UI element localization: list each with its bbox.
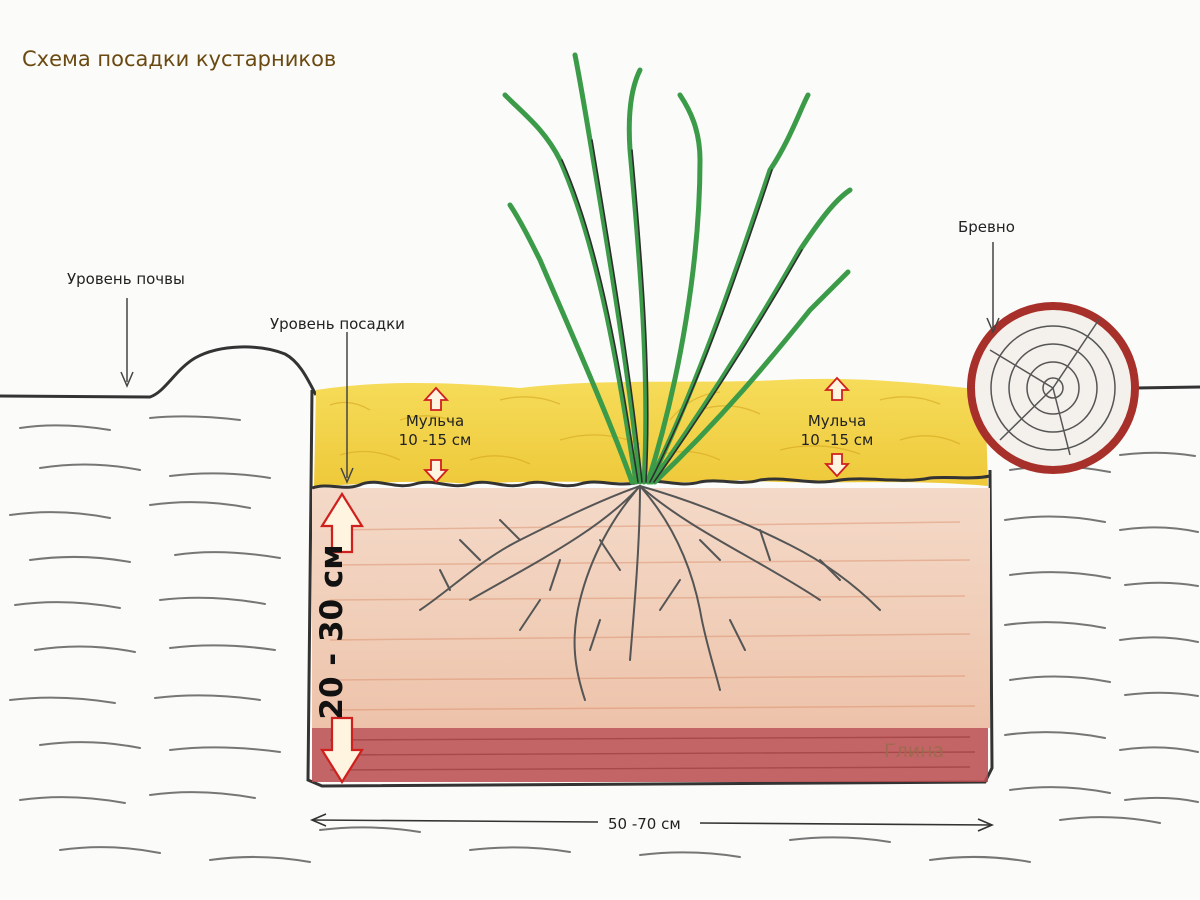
mulch-label-right: Мульча 10 -15 см	[782, 412, 892, 450]
mulch-label-left: Мульча 10 -15 см	[380, 412, 490, 450]
soil-surface-right	[1134, 385, 1200, 390]
pit-outline	[306, 389, 994, 788]
diagram-title: Схема посадки кустарников	[22, 47, 337, 71]
planting-level-arrow	[340, 332, 354, 484]
mulch-left-line2: 10 -15 см	[398, 431, 472, 449]
width-label: 50 -70 см	[608, 815, 681, 833]
soil-level-arrow	[120, 298, 134, 388]
depth-arrows	[320, 491, 364, 785]
depth-label: 20 - 30 см	[314, 544, 350, 720]
soil-level-label: Уровень почвы	[67, 270, 185, 288]
mulch-layer	[314, 378, 988, 486]
planting-level-line	[311, 474, 991, 490]
soil-surface-left	[0, 345, 318, 399]
soil-layer	[312, 488, 990, 728]
log-icon	[967, 302, 1139, 474]
width-arrow	[309, 813, 995, 832]
log-label: Бревно	[958, 218, 1015, 236]
ground-hatching	[9, 415, 1199, 863]
plant	[502, 52, 853, 485]
clay-label: Глина	[884, 740, 945, 762]
clay-streaks	[329, 736, 976, 771]
soil-streaks	[329, 521, 976, 711]
mulch-right-line1: Мульча	[807, 412, 867, 430]
mulch-left-line1: Мульча	[405, 412, 465, 430]
mulch-arrows-left	[422, 386, 450, 484]
mulch-right-line2: 10 -15 см	[800, 431, 874, 449]
planting-level-label: Уровень посадки	[270, 315, 405, 333]
log-arrow	[986, 242, 1000, 334]
roots	[419, 485, 881, 701]
mulch-arrows-right	[823, 376, 851, 478]
